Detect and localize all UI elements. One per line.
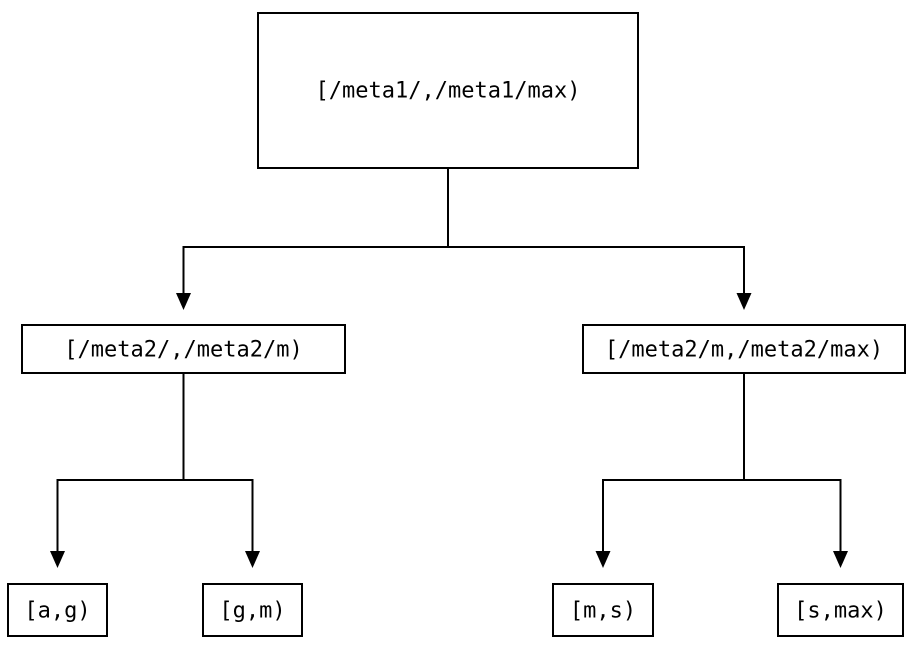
arrowhead-down-icon (50, 551, 65, 568)
arrowhead-down-icon (736, 293, 752, 310)
node-left-label: [/meta2/,/meta2/m) (64, 338, 302, 363)
node-root: [/meta1/,/meta1/max) (257, 12, 639, 169)
node-leaf1-box (7, 583, 108, 637)
node-left-box (21, 324, 346, 374)
arrowhead-down-icon (595, 551, 611, 568)
arrowhead-down-icon (833, 551, 848, 568)
arrowhead-down-icon (245, 551, 260, 568)
node-leaf4: [s,max) (777, 583, 904, 637)
node-right-label: [/meta2/m,/meta2/max) (605, 338, 883, 363)
edge-line (56, 373, 185, 551)
edge-left-leaf2 (182, 373, 260, 568)
node-leaf3-box (552, 583, 654, 637)
edge-line (602, 373, 745, 551)
edge-right-leaf4 (743, 373, 848, 568)
arrowhead-down-icon (176, 293, 191, 310)
edge-root-left (176, 168, 449, 310)
edge-line (743, 373, 842, 551)
node-leaf2-label: [g,m) (219, 599, 285, 624)
node-right: [/meta2/m,/meta2/max) (582, 324, 906, 374)
node-root-box (257, 12, 639, 169)
edge-right-leaf3 (595, 373, 745, 568)
node-leaf1-label: [a,g) (24, 599, 90, 624)
node-leaf4-label: [s,max) (794, 599, 887, 624)
edge-left-leaf1 (50, 373, 185, 568)
node-leaf2: [g,m) (202, 583, 303, 637)
node-leaf4-box (777, 583, 904, 637)
node-root-label: [/meta1/,/meta1/max) (316, 79, 581, 104)
node-leaf3: [m,s) (552, 583, 654, 637)
edge-line (447, 168, 745, 293)
node-left: [/meta2/,/meta2/m) (21, 324, 346, 374)
node-leaf2-box (202, 583, 303, 637)
node-leaf3-label: [m,s) (570, 599, 636, 624)
node-leaf1: [a,g) (7, 583, 108, 637)
edge-root-right (447, 168, 752, 310)
node-right-box (582, 324, 906, 374)
edge-line (182, 373, 254, 551)
edge-line (182, 168, 449, 293)
